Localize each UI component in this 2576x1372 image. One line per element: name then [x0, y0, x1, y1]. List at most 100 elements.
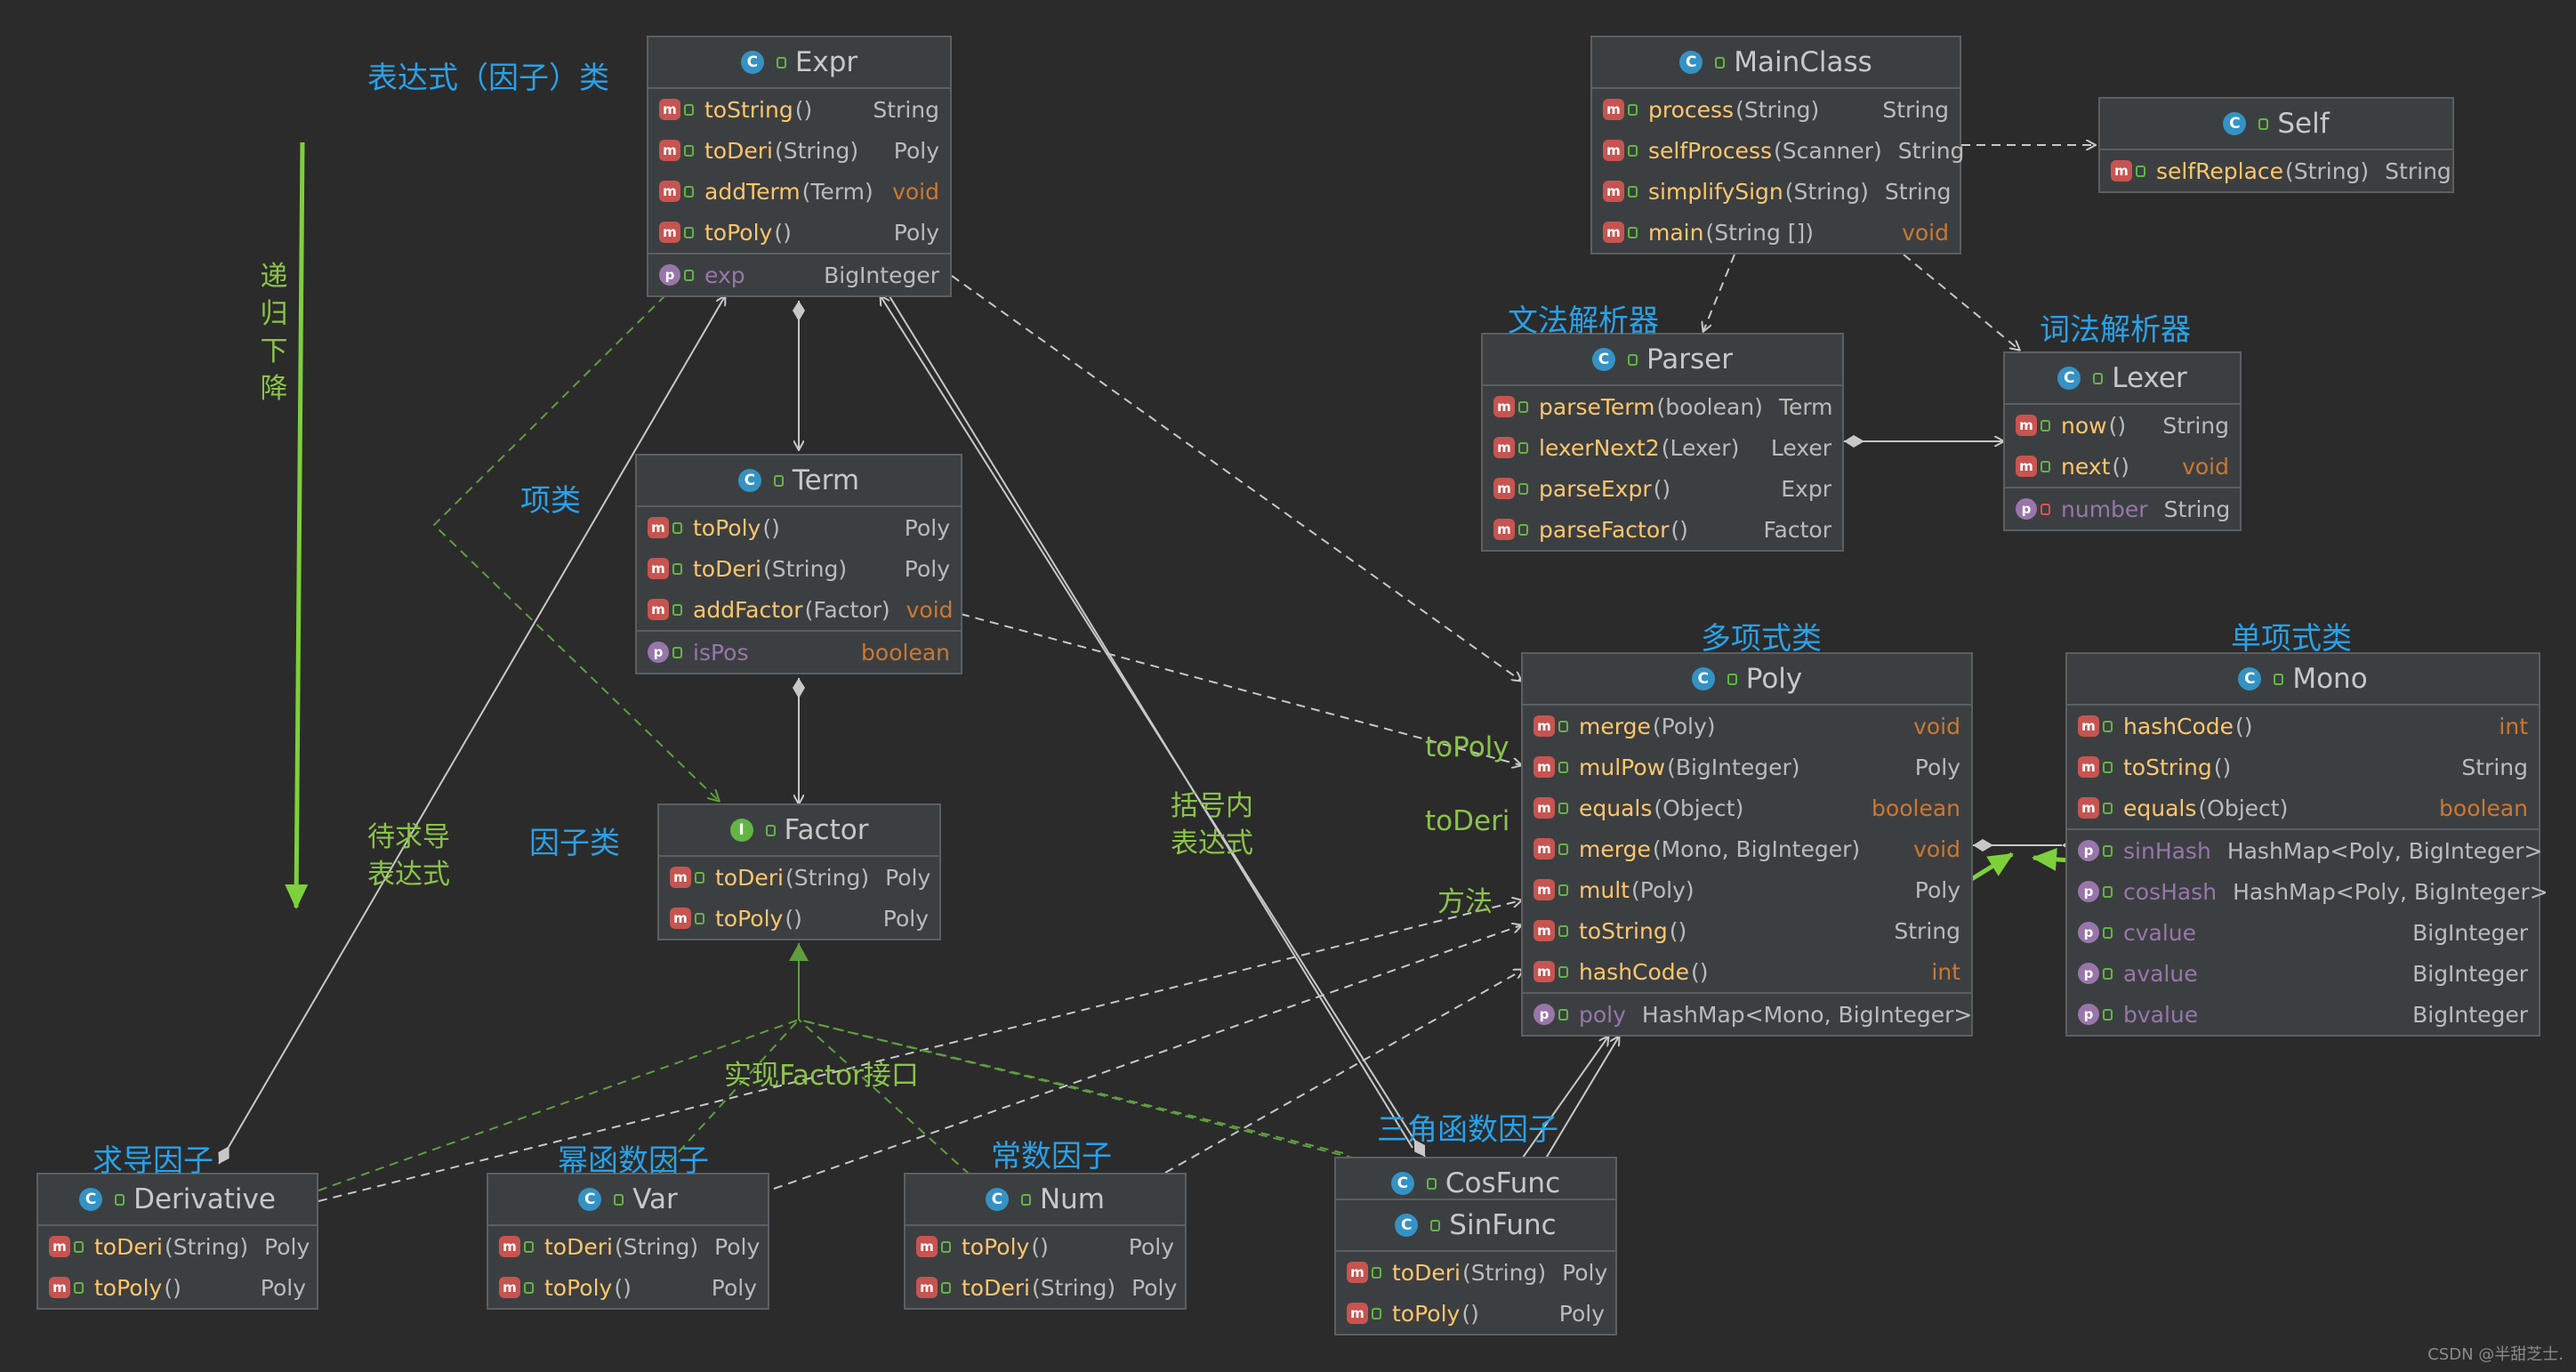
- method-params: (): [762, 514, 780, 541]
- lock-icon: [524, 1281, 534, 1294]
- field-icon: p: [2078, 840, 2099, 861]
- field-type: BigInteger: [824, 262, 939, 288]
- method-params: (String): [164, 1233, 249, 1260]
- lock-icon: [1558, 965, 1568, 978]
- syntax-parser-annotation: 文法解析器: [1508, 303, 1659, 339]
- method-return-type: String: [873, 96, 939, 123]
- field-name: bvalue: [2123, 1001, 2199, 1028]
- derivative-expr-edge: [218, 296, 725, 1165]
- method-params: (): [1031, 1233, 1049, 1260]
- method-icon: m: [1603, 222, 1624, 243]
- class-name: CosFunc: [1445, 1167, 1561, 1199]
- method-params: (Object): [1654, 795, 1744, 821]
- class-name: Self: [2277, 108, 2330, 140]
- method-return-type: Poly: [1558, 1300, 1605, 1327]
- method-params: (Poly): [1630, 876, 1695, 903]
- method-return-type: boolean: [2439, 795, 2528, 821]
- lock-icon: [672, 646, 682, 658]
- field-type: BigInteger: [2412, 919, 2528, 946]
- method-return-type: String: [1884, 178, 1952, 205]
- field-icon: p: [2078, 963, 2099, 984]
- lock-icon: [773, 474, 784, 487]
- method-name: toString: [704, 96, 793, 123]
- method-name: lexerNext2: [1539, 434, 1660, 461]
- expr-poly-dependency: [951, 275, 1521, 681]
- method-return-type: Poly: [904, 555, 950, 582]
- method-icon: m: [659, 181, 680, 202]
- method-params: (): [1461, 1300, 1479, 1327]
- class-icon: C: [578, 1188, 602, 1211]
- field-icon: p: [2078, 881, 2099, 902]
- lock-icon: [1426, 1177, 1437, 1190]
- method-icon: m: [2111, 160, 2132, 182]
- lock-icon: [684, 185, 694, 198]
- method-return-type: Poly: [1131, 1274, 1178, 1301]
- method-name: toPoly: [704, 219, 773, 246]
- method-name: main: [1648, 219, 1704, 246]
- method-icon: m: [1534, 920, 1555, 941]
- lock-icon: [2103, 761, 2113, 773]
- class-icon: C: [985, 1188, 1009, 1211]
